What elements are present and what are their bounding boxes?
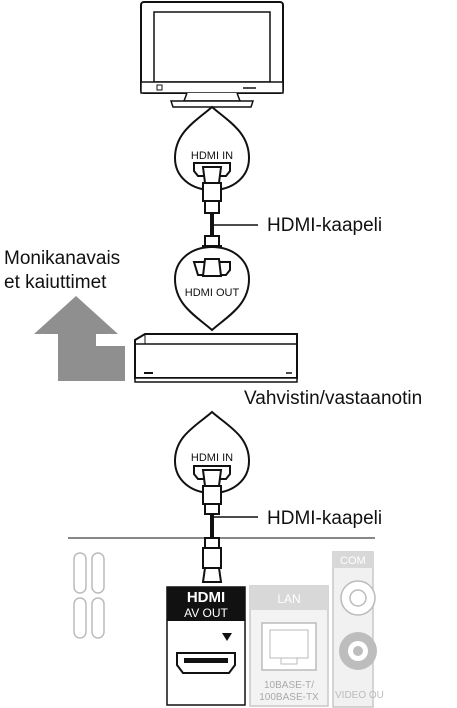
hdmi-cable-bottom [201, 469, 258, 583]
television [140, 1, 284, 108]
lan-spec-line2: 100BASE-TX [259, 692, 319, 703]
receiver-label: Vahvistin/vastaanotin [244, 388, 422, 409]
rca-jack-icon [340, 580, 376, 616]
speakers-label-line2: et kaiuttimet [4, 272, 107, 293]
amp-hdmi-out-callout: HDMI OUT [173, 245, 251, 332]
av-out-label: AV OUT [184, 606, 228, 620]
component-video-ports: COM VIDEO OU [332, 551, 384, 708]
vent-slots [73, 552, 105, 639]
lan-label: LAN [277, 592, 300, 606]
lan-port: LAN 10BASE-T/ 100BASE-TX [249, 585, 329, 707]
receiver-device [134, 333, 298, 383]
amp-hdmi-in-label: HDMI IN [191, 452, 233, 464]
speakers-label-line1: Monikanavais [4, 248, 120, 269]
cable-top-label: HDMI-kaapeli [267, 215, 382, 236]
hdmi-logo: HDMI [187, 589, 225, 606]
lan-spec-line1: 10BASE-T/ [264, 680, 314, 691]
cable-bottom-label: HDMI-kaapeli [267, 508, 382, 529]
tv-hdmi-in-label: HDMI IN [191, 150, 233, 162]
component-label: COM [340, 555, 366, 567]
amp-hdmi-out-label: HDMI OUT [185, 287, 240, 299]
output-arrow-icon [34, 296, 125, 381]
player-hdmi-av-out-port: HDMI AV OUT [166, 586, 246, 706]
video-out-label: VIDEO OU [335, 690, 384, 701]
triangle-marker-icon [222, 633, 232, 641]
